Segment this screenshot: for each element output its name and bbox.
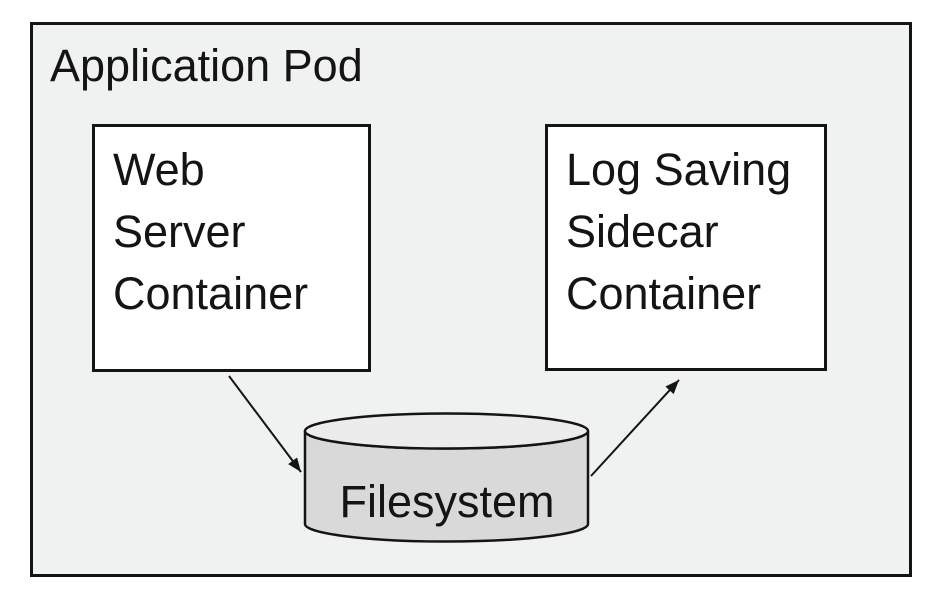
log-saving-sidecar-container-node: Log Saving Sidecar Container: [545, 124, 827, 371]
filesystem-cylinder-shape: [303, 412, 590, 543]
cylinder-top: [303, 412, 590, 450]
pod-title-label: Application Pod: [50, 40, 363, 91]
filesystem-label: Filesystem: [339, 476, 555, 527]
web-server-container-node: Web Server Container: [92, 124, 371, 372]
web-server-container-label: Web Server Container: [113, 144, 309, 319]
edge-filesystem-to-sidecar: [590, 379, 680, 477]
log-saving-sidecar-container-label: Log Saving Sidecar Container: [566, 144, 792, 319]
edge-webserver-to-filesystem: [228, 375, 302, 473]
